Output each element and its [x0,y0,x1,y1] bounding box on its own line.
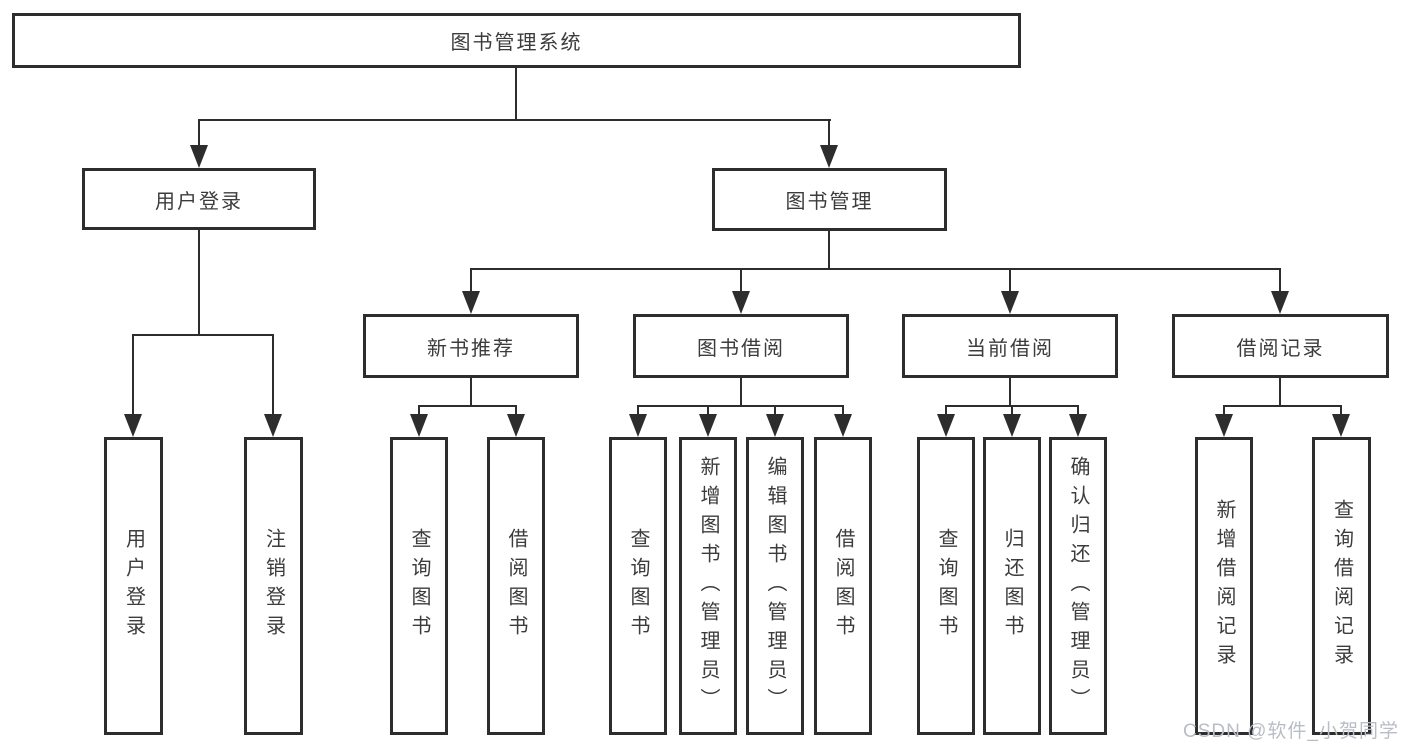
connector-line [470,268,1281,270]
node-leaf-user-login: 用户登录 [104,437,163,735]
connector-line [1223,405,1225,417]
node-current-borrow: 当前借阅 [902,314,1118,378]
connector-line [418,405,517,407]
connector-line [740,268,742,294]
node-label: 新书推荐 [427,337,515,360]
connector-line [1223,405,1342,407]
arrow-down-icon [820,145,838,168]
node-label: 借阅图书 [505,528,527,644]
arrow-down-icon [766,414,784,437]
arrow-down-icon [462,291,480,314]
node-leaf-query-book: 查询图书 [390,437,448,735]
connector-line [774,405,776,417]
node-leaf-logout: 注销登录 [244,437,303,735]
connector-line [828,119,830,147]
node-leaf-add-borrow-record: 新增借阅记录 [1195,437,1253,735]
arrow-down-icon [699,414,717,437]
node-label: 查询借阅记录 [1330,499,1353,673]
node-label: 借阅图书 [832,528,854,644]
connector-line [842,405,844,417]
connector-line [198,230,200,336]
arrow-down-icon [1271,291,1289,314]
node-leaf-query-book: 查询图书 [609,437,667,735]
node-label: 新增借阅记录 [1213,499,1235,673]
node-label: 用户登录 [122,528,145,644]
node-book-management: 图书管理 [712,168,947,231]
connector-line [1279,268,1281,294]
node-leaf-confirm-return-admin: 确认归还（管理员） [1049,437,1107,735]
node-root: 图书管理系统 [12,13,1021,68]
node-new-book-recommend: 新书推荐 [363,314,579,378]
connector-line [1340,405,1342,417]
connector-line [418,405,420,417]
connector-line [828,230,830,270]
node-label: 注销登录 [262,528,285,644]
arrow-down-icon [1069,414,1087,437]
node-label: 借阅记录 [1236,337,1325,360]
node-root-label: 图书管理系统 [450,32,583,54]
arrow-down-icon [834,414,852,437]
node-label: 新增图书（管理员） [697,455,719,717]
node-label: 当前借阅 [966,337,1054,360]
connector-line [198,119,200,147]
connector-line [1009,378,1011,407]
connector-line [272,334,274,416]
node-label: 图书借阅 [697,337,785,360]
node-leaf-query-borrow-record: 查询借阅记录 [1312,437,1371,735]
node-user-login: 用户登录 [82,168,316,230]
node-leaf-add-book-admin: 新增图书（管理员） [679,437,737,735]
connector-line [1279,378,1281,407]
arrow-down-icon [1215,414,1233,437]
arrow-down-icon [629,414,647,437]
connector-line [132,334,134,416]
connector-line [707,405,709,417]
connector-line [1011,405,1013,417]
node-label: 查询图书 [627,528,649,644]
node-borrow-record: 借阅记录 [1172,314,1389,378]
connector-line [515,405,517,417]
arrow-down-icon [1332,414,1350,437]
connector-line [740,378,742,407]
arrow-down-icon [1001,291,1019,314]
node-leaf-borrow-book: 借阅图书 [487,437,545,735]
connector-line [1009,268,1011,294]
node-label: 归还图书 [1001,528,1023,644]
arrow-down-icon [264,414,282,437]
node-leaf-return-book: 归还图书 [983,437,1041,735]
connector-line [637,405,844,407]
node-leaf-edit-book-admin: 编辑图书（管理员） [746,437,804,735]
node-label: 查询图书 [408,528,430,644]
watermark: CSDN @软件_小贺同学 [1183,721,1399,742]
arrow-down-icon [124,414,142,437]
node-label: 用户登录 [155,190,243,213]
arrow-down-icon [507,414,525,437]
arrow-down-icon [937,414,955,437]
connector-line [515,68,517,121]
node-label: 确认归还（管理员） [1067,455,1089,717]
connector-line [945,405,947,417]
node-label: 查询图书 [935,528,957,644]
connector-line [198,119,831,121]
node-label: 图书管理 [785,191,874,213]
arrow-down-icon [732,291,750,314]
connector-line [1077,405,1079,417]
node-leaf-borrow-book: 借阅图书 [814,437,872,735]
connector-line [470,378,472,407]
node-book-borrow: 图书借阅 [633,314,849,378]
arrow-down-icon [410,414,428,437]
connector-line [132,334,274,336]
node-leaf-query-book: 查询图书 [917,437,975,735]
arrow-down-icon [190,145,208,168]
connector-line [470,268,472,294]
connector-line [637,405,639,417]
arrow-down-icon [1003,414,1021,437]
node-label: 编辑图书（管理员） [764,455,786,717]
